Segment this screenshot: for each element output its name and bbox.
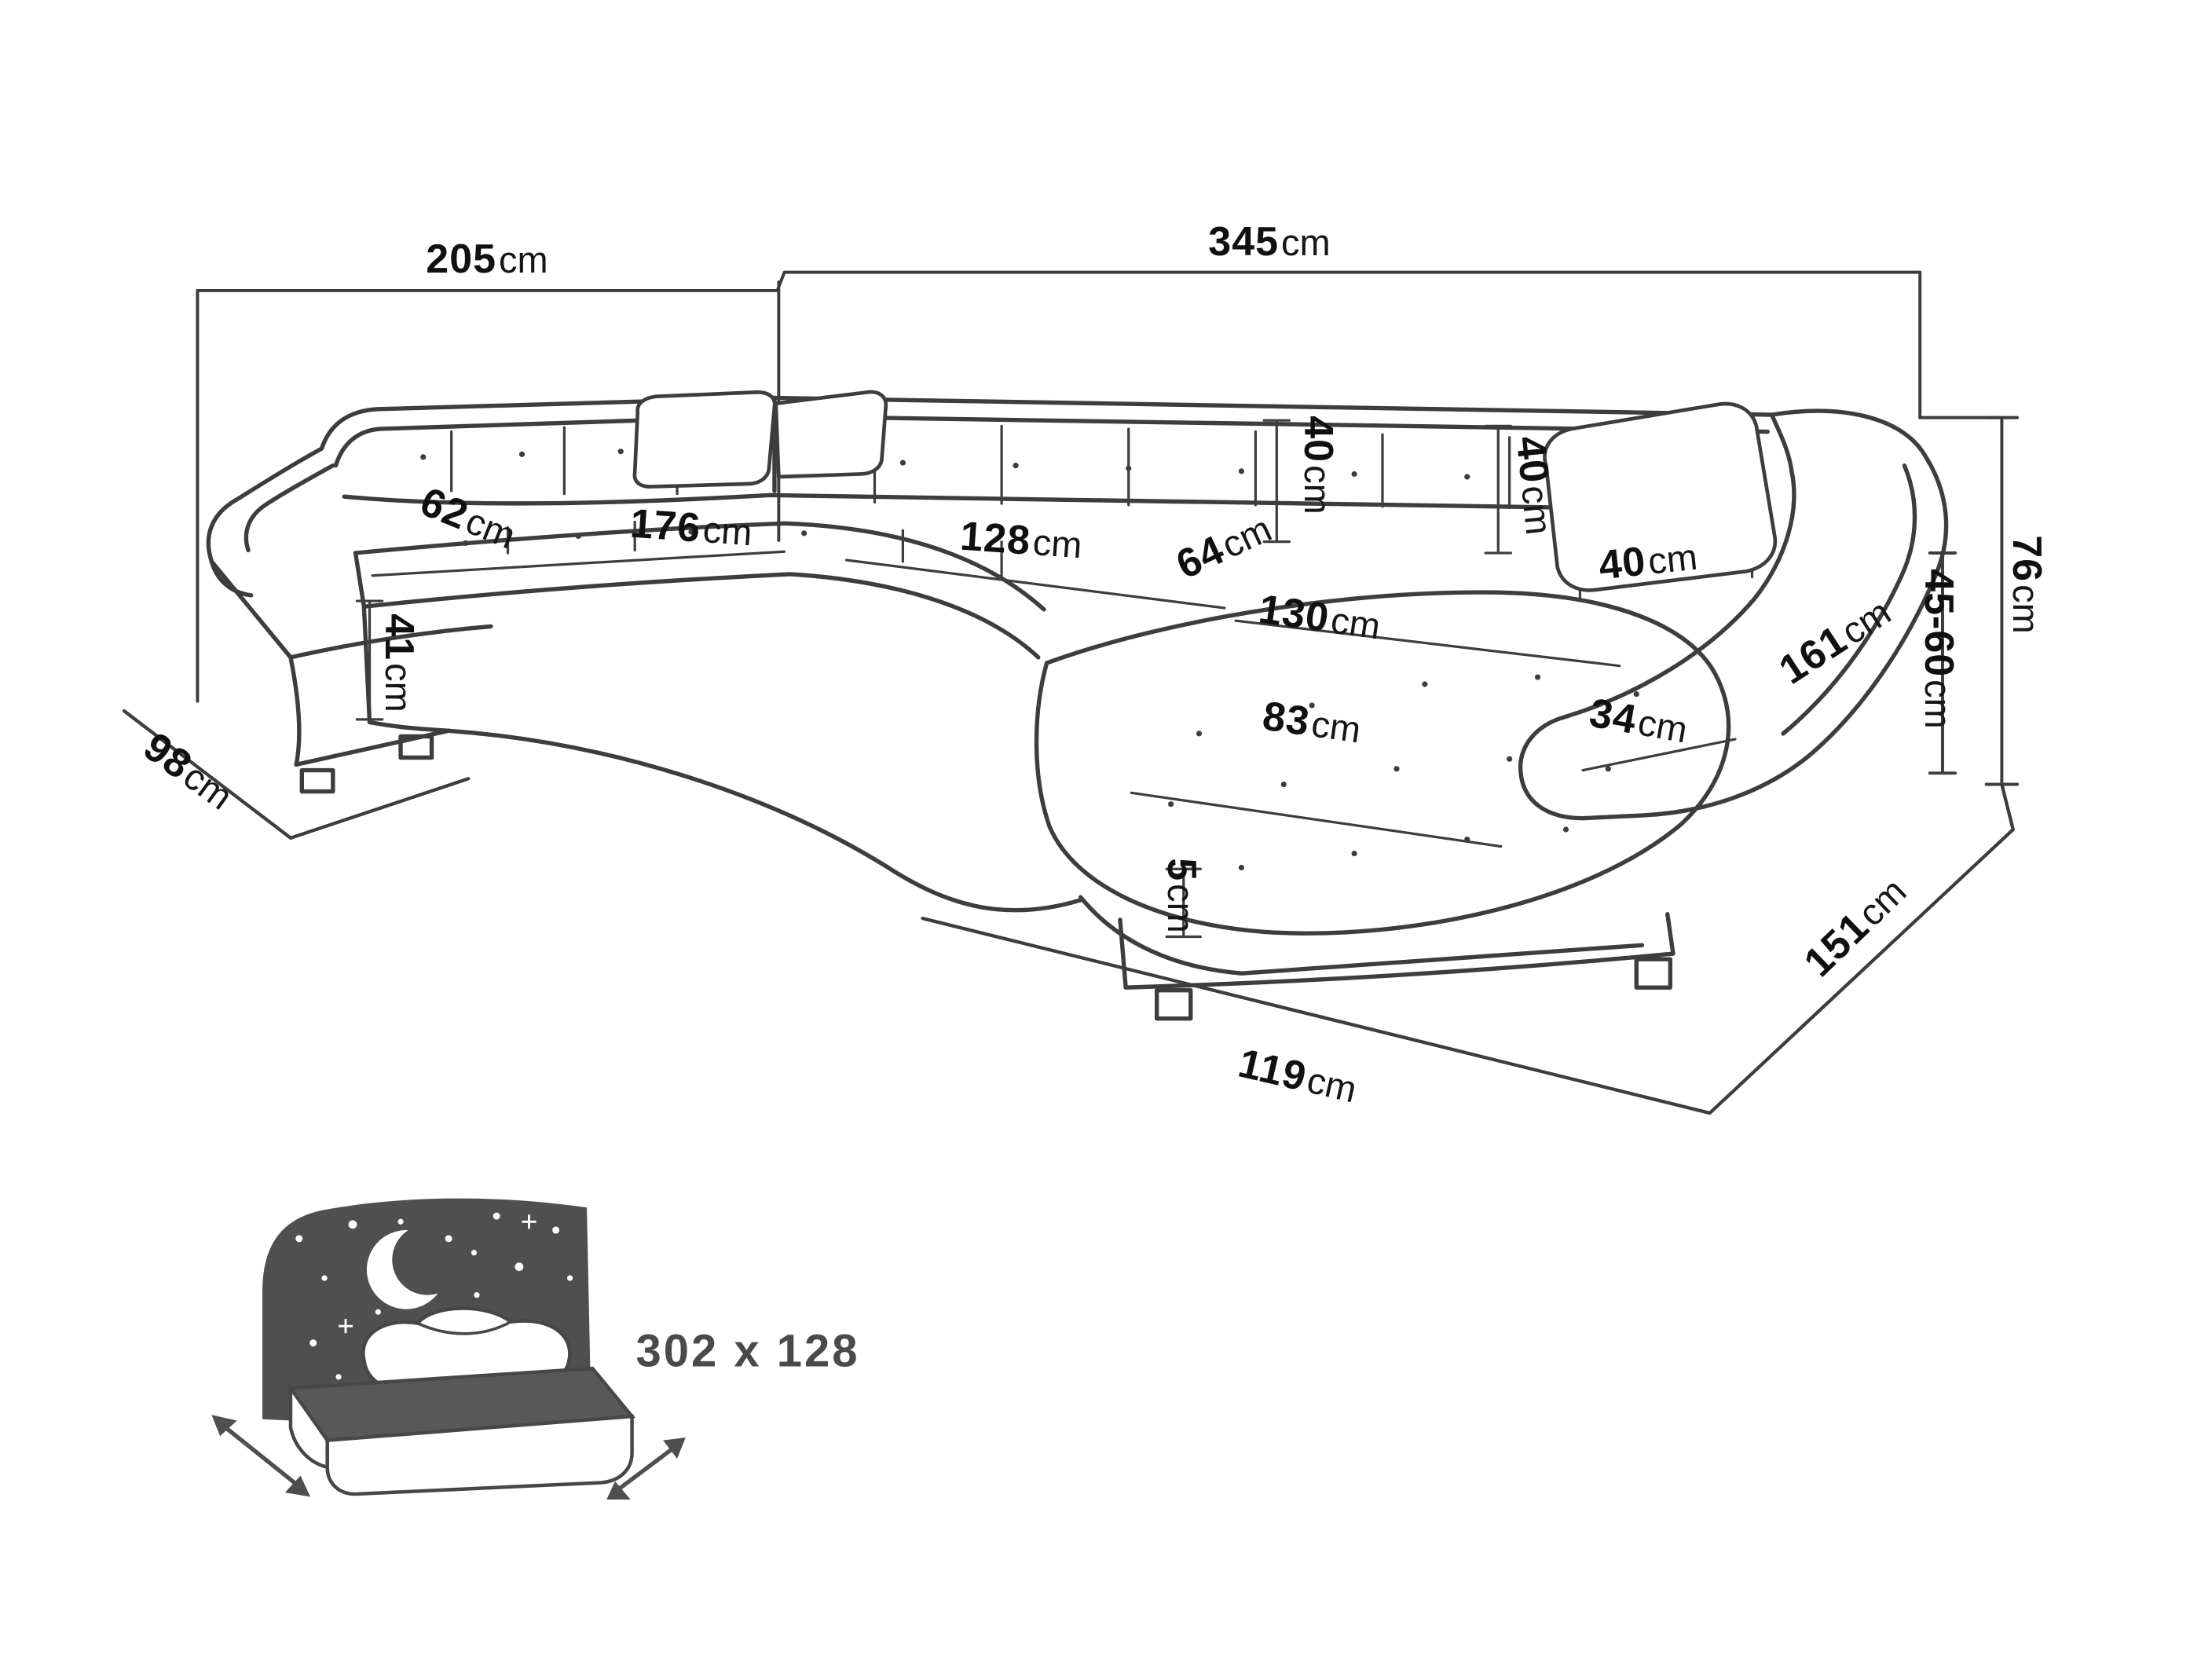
dim-unit: cm bbox=[701, 508, 754, 554]
dim-value: 76 bbox=[2004, 535, 2049, 583]
dim-unit: cm bbox=[1646, 535, 1700, 582]
dim-unit: cm bbox=[1917, 679, 1959, 729]
dim-value: 40 bbox=[1295, 416, 1341, 463]
bed-icon bbox=[211, 1198, 686, 1500]
dim-unit: cm bbox=[1514, 483, 1561, 537]
dim-value: 41 bbox=[376, 613, 422, 661]
dim-unit: cm bbox=[1635, 701, 1691, 751]
dim-unit: cm bbox=[1297, 465, 1339, 515]
dim-value: 83 bbox=[1259, 693, 1313, 745]
dimension-lines bbox=[196, 270, 2020, 786]
dim-unit: cm bbox=[1281, 222, 1331, 263]
dim-unit: cm bbox=[2005, 584, 2047, 634]
dim-unit: cm bbox=[378, 663, 419, 712]
dim-value: 128 bbox=[958, 513, 1033, 564]
dim-unit: cm bbox=[1031, 521, 1084, 566]
dim-value: 40 bbox=[1596, 538, 1649, 589]
dim-value: 176 bbox=[628, 500, 703, 551]
dim-value: 5 bbox=[1159, 858, 1204, 882]
dim-unit: cm bbox=[1303, 1058, 1361, 1111]
dim-value: 130 bbox=[1256, 586, 1332, 642]
unfold-arrows bbox=[211, 1415, 686, 1500]
dim-unit: cm bbox=[1328, 599, 1383, 647]
floor-lines bbox=[122, 709, 2015, 1115]
sleeping-area-size: 302 x 128 bbox=[635, 1325, 859, 1378]
dim-value: 205 bbox=[426, 236, 497, 282]
dim-unit: cm bbox=[499, 239, 548, 280]
dim-value: 345 bbox=[1208, 219, 1280, 265]
pillows bbox=[632, 390, 1778, 592]
sleeping-area-value: 302 x 128 bbox=[635, 1325, 860, 1377]
tuft-dots bbox=[420, 445, 1696, 871]
mattress-front bbox=[325, 1414, 634, 1496]
dim-value: 45-60 bbox=[1916, 569, 1961, 678]
dim-unit: cm bbox=[1160, 884, 1202, 933]
dim-value: 34 bbox=[1586, 690, 1641, 744]
dim-value: 40 bbox=[1507, 434, 1558, 486]
dim-unit: cm bbox=[1309, 702, 1364, 751]
